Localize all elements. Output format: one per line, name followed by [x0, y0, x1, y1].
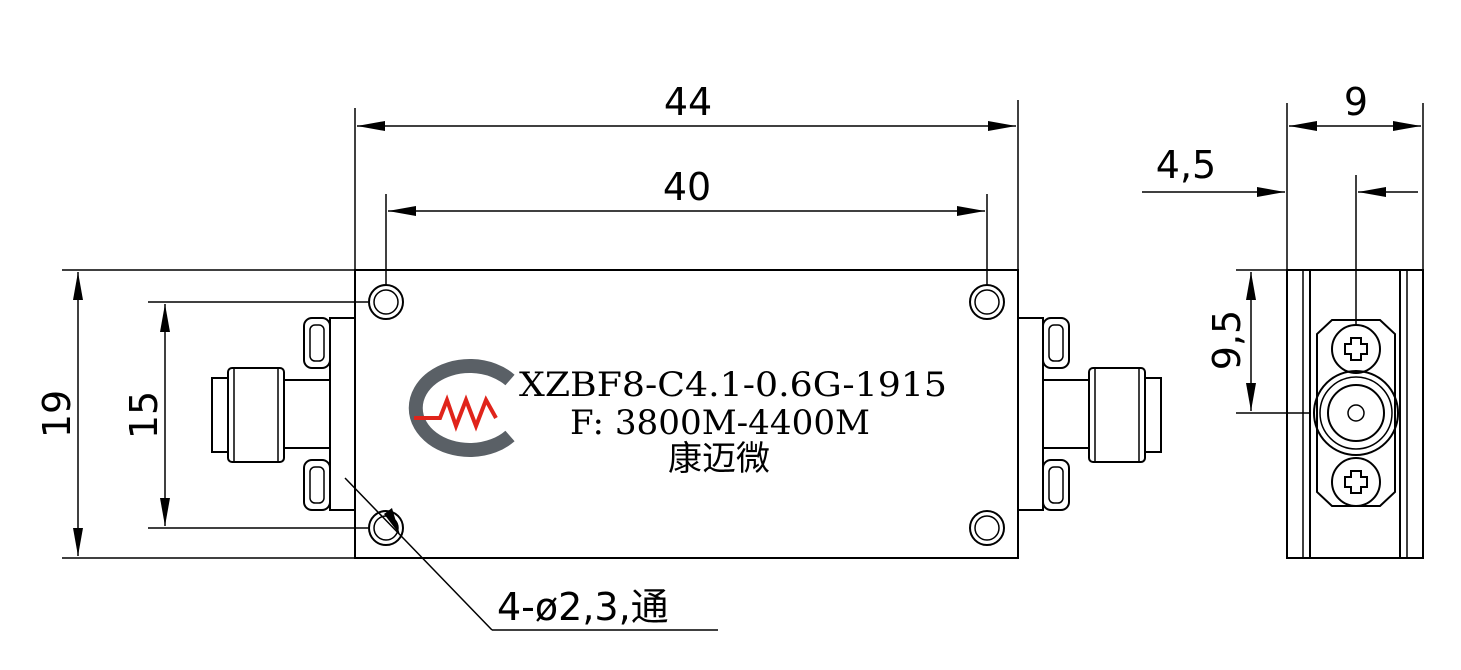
side-view	[1286, 269, 1424, 559]
dimension-side-center: 4,5	[1142, 143, 1418, 325]
dim-9-label: 9	[1344, 80, 1368, 124]
dim-9-5-label: 9,5	[1205, 310, 1249, 370]
dim-44-label: 44	[664, 80, 712, 124]
dim-40-label: 40	[663, 165, 711, 209]
dimension-side-width: 9	[1286, 80, 1424, 270]
mounting-hole-top-left	[368, 284, 404, 320]
dim-19-label: 19	[35, 390, 79, 438]
screw-top	[1331, 324, 1381, 374]
side-body	[1286, 269, 1424, 559]
frequency-range: F: 3800M-4400M	[570, 403, 870, 443]
company-logo	[408, 359, 515, 457]
brand-name: 康迈微	[668, 439, 770, 479]
dimension-overall-height: 19	[35, 269, 355, 559]
hole-note-leader: 4-ø2,3,通	[344, 477, 718, 631]
mounting-hole-bottom-right	[969, 510, 1005, 546]
mounting-hole-top-right	[969, 284, 1005, 320]
hole-note-label: 4-ø2,3,通	[497, 585, 669, 629]
model-number: XZBF8-C4.1-0.6G-1915	[519, 365, 947, 405]
dimension-hole-spacing-length: 40	[385, 165, 988, 285]
screw-bottom	[1331, 457, 1381, 507]
sma-connector-right	[1017, 317, 1162, 511]
dim-15-label: 15	[122, 391, 166, 439]
front-view: XZBF8-C4.1-0.6G-1915 F: 3800M-4400M 康迈微	[211, 269, 1162, 559]
dimension-side-connector-height: 9,5	[1205, 269, 1310, 414]
dim-4-5-label: 4,5	[1156, 143, 1216, 187]
dimension-hole-spacing-height: 15	[122, 301, 368, 529]
side-connector	[1313, 370, 1399, 456]
sma-connector-left	[211, 317, 356, 511]
dimension-overall-length: 44	[354, 80, 1019, 270]
